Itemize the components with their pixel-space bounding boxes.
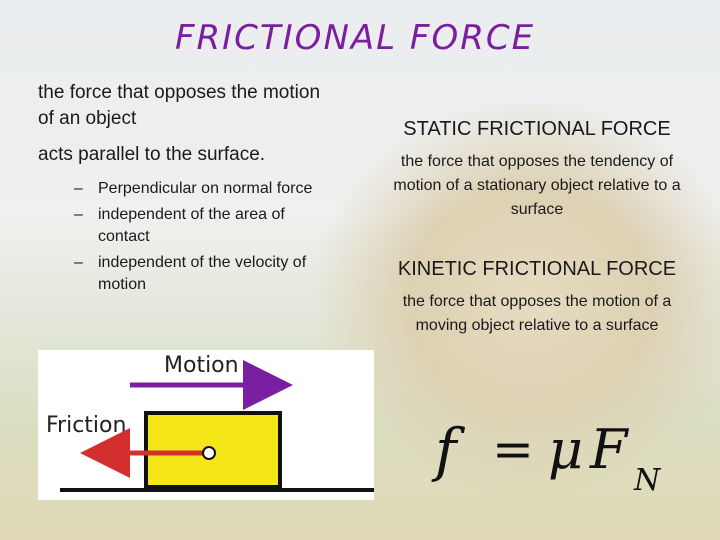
formula-F: F: [589, 418, 630, 481]
property-list: –Perpendicular on normal force –independ…: [38, 178, 338, 296]
formula-f: f: [431, 416, 466, 484]
property-text: independent of the velocity of motion: [98, 254, 307, 293]
static-heading: STATIC FRICTIONAL FORCE: [403, 118, 671, 140]
property-item: –Perpendicular on normal force: [38, 178, 338, 200]
friction-formula: f = μ F N: [430, 408, 690, 498]
property-item: –independent of the area of contact: [38, 204, 338, 248]
formula-mu: μ: [548, 418, 583, 481]
kinetic-text: the force that opposes the motion of a m…: [402, 293, 672, 334]
static-text: the force that opposes the tendency of m…: [393, 153, 681, 218]
dash-bullet-icon: –: [74, 254, 83, 271]
definition-line-2: acts parallel to the surface.: [38, 144, 266, 165]
dash-bullet-icon: –: [74, 206, 83, 223]
contact-point: [202, 446, 216, 460]
definition-line-1: the force that opposes the motion of an …: [38, 82, 321, 129]
motion-label: Motion: [164, 353, 239, 378]
property-text: independent of the area of contact: [98, 206, 285, 245]
kinetic-heading: KINETIC FRICTIONAL FORCE: [397, 258, 677, 280]
property-item: –independent of the velocity of motion: [38, 252, 338, 296]
formula-equals: =: [492, 420, 534, 478]
friction-label: Friction: [46, 413, 126, 438]
friction-diagram: Motion Friction: [38, 350, 374, 500]
definition-block: the force that opposes the motion of an …: [38, 80, 338, 300]
formula-subscript-N: N: [633, 463, 662, 498]
dash-bullet-icon: –: [74, 180, 83, 197]
property-text: Perpendicular on normal force: [98, 180, 313, 197]
slide-title: FRICTIONAL FORCE: [174, 18, 536, 58]
